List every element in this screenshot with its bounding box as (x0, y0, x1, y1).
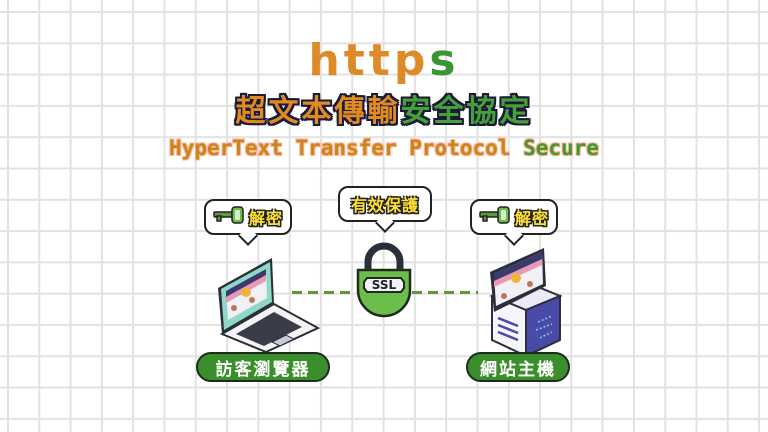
server-icon (486, 246, 564, 362)
title-https-accent: s (429, 35, 460, 86)
client-label: 訪客瀏覽器 (196, 352, 330, 382)
title-en-part1: HyperText Transfer Protocol (169, 136, 511, 160)
protection-bubble: 有效保護 (338, 186, 432, 222)
server-bubble-text: 解密 (514, 209, 549, 228)
title-https: https (0, 36, 768, 86)
title-chinese: 超文本傳輸安全協定 (0, 94, 768, 130)
connection-line-left (292, 291, 356, 294)
server-decrypt-bubble: 解密 (470, 199, 558, 235)
title-english: HyperText Transfer Protocol Secure (0, 134, 768, 162)
client-decrypt-bubble: 解密 (204, 199, 292, 235)
protection-bubble-text: 有效保護 (350, 196, 419, 215)
title-en-part2: Secure (523, 136, 599, 160)
key-icon (479, 206, 511, 228)
key-icon (213, 206, 245, 228)
ssl-label: SSL (371, 278, 397, 292)
title-zh-part1: 超文本傳輸 (235, 94, 401, 129)
server-label: 網站主機 (466, 352, 570, 382)
connection-line-right (412, 291, 478, 294)
title-https-main: http (308, 35, 430, 86)
padlock-icon: SSL (354, 240, 414, 322)
client-bubble-text: 解密 (248, 209, 283, 228)
title-zh-part2: 安全協定 (400, 94, 533, 129)
laptop-icon (212, 248, 322, 356)
